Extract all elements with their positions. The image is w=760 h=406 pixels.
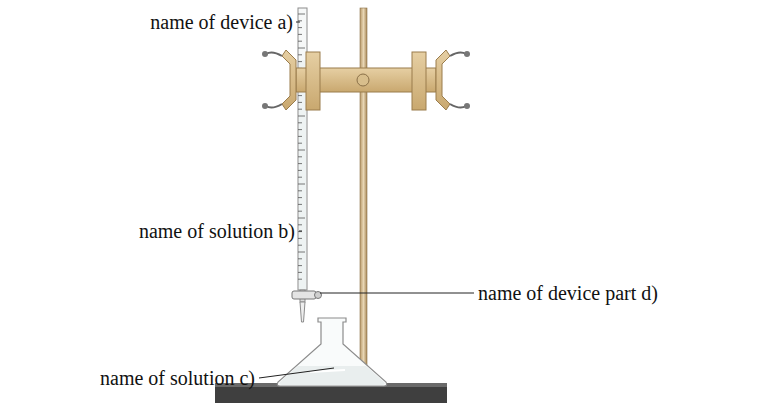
graduation-tick xyxy=(298,156,302,157)
graduation-tick xyxy=(298,184,305,185)
leader-line xyxy=(320,293,474,294)
graduation-tick xyxy=(298,150,305,151)
graduation-tick xyxy=(298,95,302,96)
graduation-tick xyxy=(298,245,302,246)
graduation-tick xyxy=(298,109,302,110)
part-label: name of device part d) xyxy=(478,281,658,305)
graduation-tick xyxy=(298,204,302,205)
burette-tip xyxy=(300,302,305,322)
graduation-tick xyxy=(298,190,302,191)
leader-line xyxy=(296,22,300,23)
graduation-tick xyxy=(298,122,302,123)
conical-flask xyxy=(277,318,386,386)
graduation-tick xyxy=(298,224,302,225)
graduation-tick xyxy=(298,143,302,144)
graduation-tick xyxy=(298,27,302,28)
graduation-tick xyxy=(298,48,305,49)
graduation-tick xyxy=(298,163,302,164)
stopcock xyxy=(292,291,316,299)
burette-clamp xyxy=(262,50,470,110)
leader-line xyxy=(259,368,334,378)
graduation-tick xyxy=(298,238,302,239)
part-label: name of solution b) xyxy=(139,219,295,243)
graduation-tick xyxy=(298,177,302,178)
leader-line xyxy=(299,231,302,232)
graduation-tick xyxy=(298,272,302,273)
graduation-tick xyxy=(298,136,302,137)
graduation-tick xyxy=(298,34,302,35)
part-label: name of device a) xyxy=(150,10,293,34)
graduation-tick xyxy=(298,170,302,171)
flask-solution xyxy=(279,366,384,385)
graduation-tick xyxy=(298,61,302,62)
burette-graduations xyxy=(298,14,305,279)
graduation-tick xyxy=(298,41,302,42)
graduation-tick xyxy=(298,20,302,21)
graduation-tick xyxy=(298,129,302,130)
graduation-tick xyxy=(298,231,302,232)
graduation-tick xyxy=(298,54,302,55)
graduation-tick xyxy=(298,265,302,266)
burette xyxy=(298,8,307,290)
graduation-tick xyxy=(298,218,305,219)
part-label: name of solution c) xyxy=(100,366,255,390)
graduation-tick xyxy=(298,252,305,253)
leader-lines xyxy=(259,22,474,378)
burette-solution xyxy=(299,60,306,289)
graduation-tick xyxy=(298,211,302,212)
stand-rod xyxy=(360,8,367,385)
graduation-tick xyxy=(298,116,305,117)
graduation-tick xyxy=(298,279,302,280)
graduation-tick xyxy=(298,258,302,259)
graduation-tick xyxy=(298,102,302,103)
graduation-tick xyxy=(298,197,302,198)
graduation-tick xyxy=(298,14,305,15)
